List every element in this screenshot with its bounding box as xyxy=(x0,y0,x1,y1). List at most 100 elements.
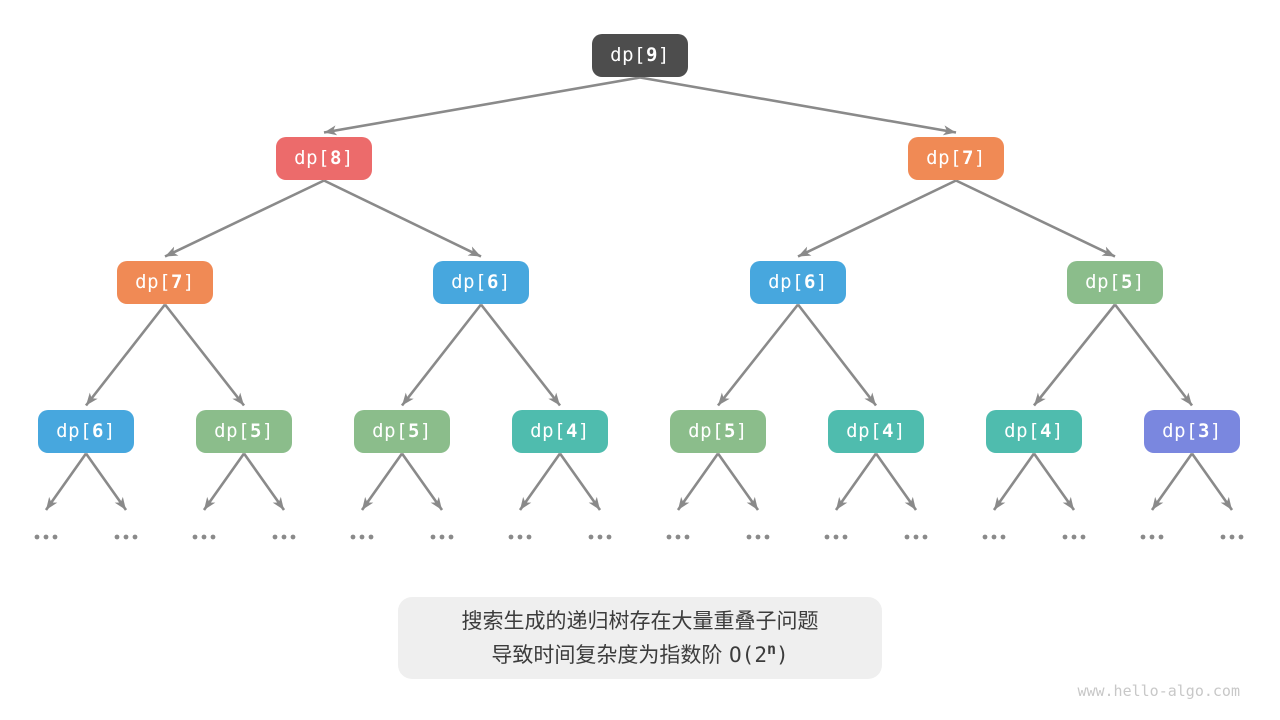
ellipsis xyxy=(824,534,848,540)
node-label-part: dp[ xyxy=(451,271,487,293)
tree-node-dp-4: dp[4] xyxy=(512,409,608,453)
edge-arrow xyxy=(797,179,957,258)
ellipsis xyxy=(192,534,216,540)
tree-node-dp-8: dp[8] xyxy=(276,136,372,180)
ellipsis-dot xyxy=(368,534,374,540)
ellipsis-dot xyxy=(913,534,919,540)
ellipsis xyxy=(588,534,612,540)
node-label-part: 5 xyxy=(1120,271,1133,293)
ellipsis-dot xyxy=(508,534,514,540)
ellipsis-dot xyxy=(833,534,839,540)
edge-arrow xyxy=(44,452,88,511)
ellipsis xyxy=(34,534,58,540)
edge-arrow xyxy=(518,452,562,511)
ellipsis xyxy=(1140,534,1164,540)
edge-arrow xyxy=(955,179,1116,258)
tree-node-dp-5: dp[5] xyxy=(1067,260,1163,304)
edge-arrow xyxy=(479,303,562,407)
node-label-part: dp[ xyxy=(135,271,171,293)
edge-arrow xyxy=(874,452,918,511)
node-label-part: ] xyxy=(893,420,906,442)
ellipsis-dot xyxy=(272,534,278,540)
tree-node-dp-5: dp[5] xyxy=(196,409,292,453)
node-label-part: dp[ xyxy=(372,420,408,442)
node-label-part: ] xyxy=(1051,420,1064,442)
ellipsis-dot xyxy=(1229,534,1235,540)
edge-arrow xyxy=(834,452,878,511)
ellipsis-dot xyxy=(597,534,603,540)
edge-arrow xyxy=(400,303,483,407)
edge-arrow xyxy=(242,452,286,511)
ellipsis-dot xyxy=(43,534,49,540)
tree-node-dp-7: dp[7] xyxy=(117,260,213,304)
tree-node-dp-5: dp[5] xyxy=(670,409,766,453)
ellipsis-dot xyxy=(1220,534,1226,540)
ellipsis-dot xyxy=(606,534,612,540)
edge-arrow xyxy=(360,452,404,511)
node-label-part: dp[ xyxy=(610,44,646,66)
tree-node-dp-4: dp[4] xyxy=(986,409,1082,453)
edge-arrow xyxy=(796,303,878,407)
ellipsis-dot xyxy=(824,534,830,540)
ellipsis-dot xyxy=(764,534,770,540)
ellipsis-dot xyxy=(666,534,672,540)
node-label-part: ] xyxy=(657,44,670,66)
edge-arrow xyxy=(84,452,128,511)
ellipsis xyxy=(1220,534,1244,540)
ellipsis-dot xyxy=(842,534,848,540)
ellipsis xyxy=(1062,534,1086,540)
ellipsis-dot xyxy=(290,534,296,540)
node-label-part: 6 xyxy=(91,420,104,442)
ellipsis-dot xyxy=(982,534,988,540)
tree-node-dp-9: dp[9] xyxy=(592,33,688,77)
tree-node-dp-6: dp[6] xyxy=(38,409,134,453)
ellipsis-dot xyxy=(1000,534,1006,540)
ellipsis xyxy=(114,534,138,540)
edge-arrow xyxy=(1032,303,1117,407)
edge-arrow xyxy=(84,303,167,407)
ellipsis-dot xyxy=(1158,534,1164,540)
edge-arrow xyxy=(1113,303,1194,407)
node-label-part: 8 xyxy=(329,147,342,169)
node-label-part: ] xyxy=(182,271,195,293)
node-label-part: ] xyxy=(577,420,590,442)
tree-node-dp-6: dp[6] xyxy=(433,260,529,304)
ellipsis-dot xyxy=(1140,534,1146,540)
node-label-part: 4 xyxy=(881,420,894,442)
edge-arrow xyxy=(639,76,957,136)
node-label-part: dp[ xyxy=(1004,420,1040,442)
node-label-part: dp[ xyxy=(530,420,566,442)
ellipsis-dot xyxy=(52,534,58,540)
edge-arrow xyxy=(1190,452,1234,511)
node-label-part: dp[ xyxy=(926,147,962,169)
node-label-part: ] xyxy=(1132,271,1145,293)
ellipsis-dot xyxy=(210,534,216,540)
ellipsis-dot xyxy=(526,534,532,540)
ellipsis-dot xyxy=(904,534,910,540)
ellipsis-dot xyxy=(922,534,928,540)
caption-line-2: 导致时间复杂度为指数阶 O(2n) xyxy=(491,640,789,668)
tree-node-dp-6: dp[6] xyxy=(750,260,846,304)
ellipsis-dot xyxy=(755,534,761,540)
ellipsis-dot xyxy=(114,534,120,540)
ellipsis-dot xyxy=(517,534,523,540)
node-label-part: dp[ xyxy=(768,271,804,293)
node-label-part: ] xyxy=(103,420,116,442)
ellipsis-dot xyxy=(359,534,365,540)
ellipsis-dot xyxy=(34,534,40,540)
node-label-part: 5 xyxy=(407,420,420,442)
ellipsis xyxy=(350,534,374,540)
node-label-part: dp[ xyxy=(1085,271,1121,293)
ellipsis xyxy=(746,534,770,540)
ellipsis xyxy=(904,534,928,540)
edge-arrow xyxy=(716,452,760,511)
edge-arrow xyxy=(558,452,602,511)
node-label-part: 9 xyxy=(645,44,658,66)
ellipsis-dot xyxy=(1071,534,1077,540)
node-label-part: 5 xyxy=(723,420,736,442)
edge-arrow xyxy=(163,303,246,407)
tree-node-dp-4: dp[4] xyxy=(828,409,924,453)
node-label-part: dp[ xyxy=(688,420,724,442)
ellipsis-dot xyxy=(1238,534,1244,540)
exponent-superscript: n xyxy=(766,640,776,658)
